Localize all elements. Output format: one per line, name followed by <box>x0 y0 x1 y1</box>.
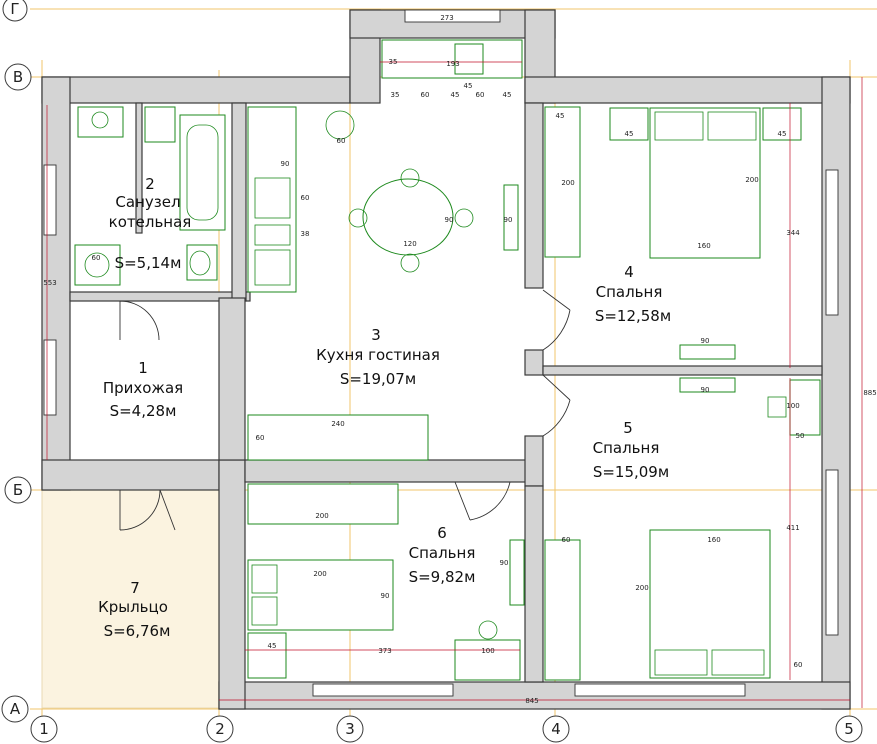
room-4-name: Спальня <box>596 283 663 301</box>
dim-r6-45: 45 <box>268 642 277 650</box>
dim-wardrobe-240: 240 <box>331 420 344 428</box>
axis-row-g <box>2 0 28 22</box>
axis-col-2 <box>206 715 234 743</box>
doors <box>119 289 571 531</box>
dim-table-h: 90 <box>445 216 454 224</box>
furniture <box>74 39 821 681</box>
room-1-area: S=4,28м <box>110 402 177 420</box>
room-2-number: 2 <box>145 175 155 193</box>
dim-nightstand-r: 45 <box>778 130 787 138</box>
dim-counter-5: 45 <box>503 91 512 99</box>
dim-sink: 45 <box>464 82 473 90</box>
dim-bay-35: 35 <box>389 58 398 66</box>
dim-desk5-50: 50 <box>796 432 805 440</box>
room-7-name: Крыльцо <box>98 598 168 616</box>
dim-bed6-w: 200 <box>313 570 326 578</box>
dim-desk5-100: 100 <box>786 402 799 410</box>
axis-col-1-label: 1 <box>39 720 49 738</box>
room-7-number: 7 <box>130 579 140 597</box>
dim-desk6: 100 <box>481 647 494 655</box>
room-4-number: 4 <box>624 263 634 281</box>
room-3-number: 3 <box>371 326 381 344</box>
room-2-subname: котельная <box>109 213 192 231</box>
axis-row-a <box>1 695 29 723</box>
room-3-area: S=19,07м <box>340 370 416 388</box>
dim-bay-inner: 193 <box>446 60 459 68</box>
axis-col-5-label: 5 <box>844 720 854 738</box>
dim-bed6-h: 90 <box>381 592 390 600</box>
room-labels: 2 Санузел котельная S=5,14м 1 Прихожая S… <box>98 175 671 640</box>
axis-row-v <box>4 63 32 91</box>
room-6-area: S=9,82м <box>409 568 476 586</box>
room-5-area: S=15,09м <box>593 463 669 481</box>
dim-tv-kitchen: 90 <box>504 216 513 224</box>
dim-r4-344: 344 <box>786 229 800 237</box>
dim-r4-200: 200 <box>561 179 574 187</box>
dim-counter-2: 60 <box>421 91 430 99</box>
room-5-number: 5 <box>623 419 633 437</box>
dim-wardrobe6: 200 <box>315 512 328 520</box>
dim-tv5: 90 <box>701 386 710 394</box>
axis-row-b <box>4 476 32 504</box>
axis-col-4 <box>542 715 570 743</box>
room-1-name: Прихожая <box>103 379 183 397</box>
dim-bed4-w: 160 <box>697 242 710 250</box>
dim-wardrobe-60: 60 <box>256 434 265 442</box>
dim-r5-wardrobe: 60 <box>562 536 571 544</box>
dimension-lines <box>46 61 863 708</box>
dim-r5-411: 411 <box>786 524 799 532</box>
axis-row-v-label: В <box>13 68 23 86</box>
room-2-area: S=5,14м <box>115 254 182 272</box>
dim-kitchen-60: 60 <box>337 137 346 145</box>
room-5-name: Спальня <box>593 439 660 457</box>
dim-kitchen-38: 38 <box>301 230 310 238</box>
dim-kitchen-90: 90 <box>281 160 290 168</box>
axis-col-3 <box>336 715 364 743</box>
axis-row-a-label: А <box>10 700 21 718</box>
axis-row-g-label: Г <box>10 0 19 18</box>
axis-col-3-label: 3 <box>345 720 355 738</box>
room-1-number: 1 <box>138 359 148 377</box>
axis-row-b-label: Б <box>13 481 23 499</box>
dim-kitchen-60b: 60 <box>301 194 310 202</box>
dim-r5-60: 60 <box>794 661 803 669</box>
room-2-name: Санузел <box>115 193 180 211</box>
dim-total-h: 885 <box>863 389 876 397</box>
dim-total-w: 845 <box>525 697 538 705</box>
axis-col-4-label: 4 <box>551 720 561 738</box>
dimension-labels: 273 193 35 35 60 45 60 45 45 120 90 90 6… <box>43 14 876 705</box>
dim-bed5-h: 200 <box>635 584 648 592</box>
dim-counter-3: 45 <box>451 91 460 99</box>
dim-counter-4: 60 <box>476 91 485 99</box>
dim-r6-373: 373 <box>378 647 391 655</box>
dim-bath-60: 60 <box>92 254 101 262</box>
dim-bed4-h: 200 <box>745 176 758 184</box>
dim-table-w: 120 <box>403 240 416 248</box>
axis-col-5 <box>835 715 863 743</box>
room-6-number: 6 <box>437 524 447 542</box>
dim-counter-1: 35 <box>391 91 400 99</box>
room-7-area: S=6,76м <box>104 622 171 640</box>
dim-nightstand-l: 45 <box>625 130 634 138</box>
dim-tv6: 90 <box>500 559 509 567</box>
room-6-name: Спальня <box>409 544 476 562</box>
dim-bay-top: 273 <box>440 14 453 22</box>
axis-col-1 <box>30 715 58 743</box>
dim-tv4: 90 <box>701 337 710 345</box>
dim-left-553: 553 <box>43 279 56 287</box>
axis-col-2-label: 2 <box>215 720 225 738</box>
dim-r4-45: 45 <box>556 112 565 120</box>
room-4-area: S=12,58м <box>595 307 671 325</box>
room-3-name: Кухня гостиная <box>316 346 440 364</box>
walls <box>41 9 851 710</box>
dim-bed5-w: 160 <box>707 536 720 544</box>
